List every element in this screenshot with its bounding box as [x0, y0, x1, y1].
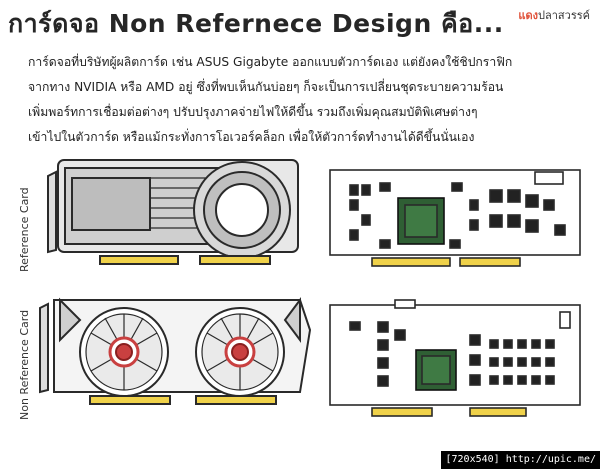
description-paragraph: การ์ดจอที่บริษัทผู้ผลิตการ์ด เช่น ASUS G…	[28, 50, 588, 150]
paragraph-line-4: เข้าไปในตัวการ์ด หรือแม้กระทั่งการโอเวอร…	[28, 130, 475, 144]
reference-card-pcb	[329, 169, 581, 267]
reference-card-label: Reference Card	[18, 187, 31, 272]
non-reference-card-label: Non Reference Card	[18, 309, 31, 420]
paragraph-line-2: จากทาง NVIDIA หรือ AMD อยู่ ซึ่งที่พบเห็…	[28, 80, 504, 94]
brand-rest: ปลาสวรรค์	[538, 9, 590, 22]
paragraph-line-1: การ์ดจอที่บริษัทผู้ผลิตการ์ด เช่น ASUS G…	[28, 55, 513, 69]
reference-card-front	[47, 159, 299, 265]
non-reference-card-pcb	[329, 299, 581, 417]
page-title: การ์ดจอ Non Refernece Design คือ...	[8, 9, 504, 38]
non-reference-card-front	[39, 297, 312, 405]
footer-watermark: [720x540] http://upic.me/	[441, 451, 600, 469]
brand-accent: แดง	[518, 9, 539, 22]
paragraph-line-3: เพิ่มพอร์ทการเชื่อมต่อต่างๆ ปรับปรุงภาคจ…	[28, 105, 478, 119]
brand-logo: แดงปลาสวรรค์	[518, 6, 590, 24]
